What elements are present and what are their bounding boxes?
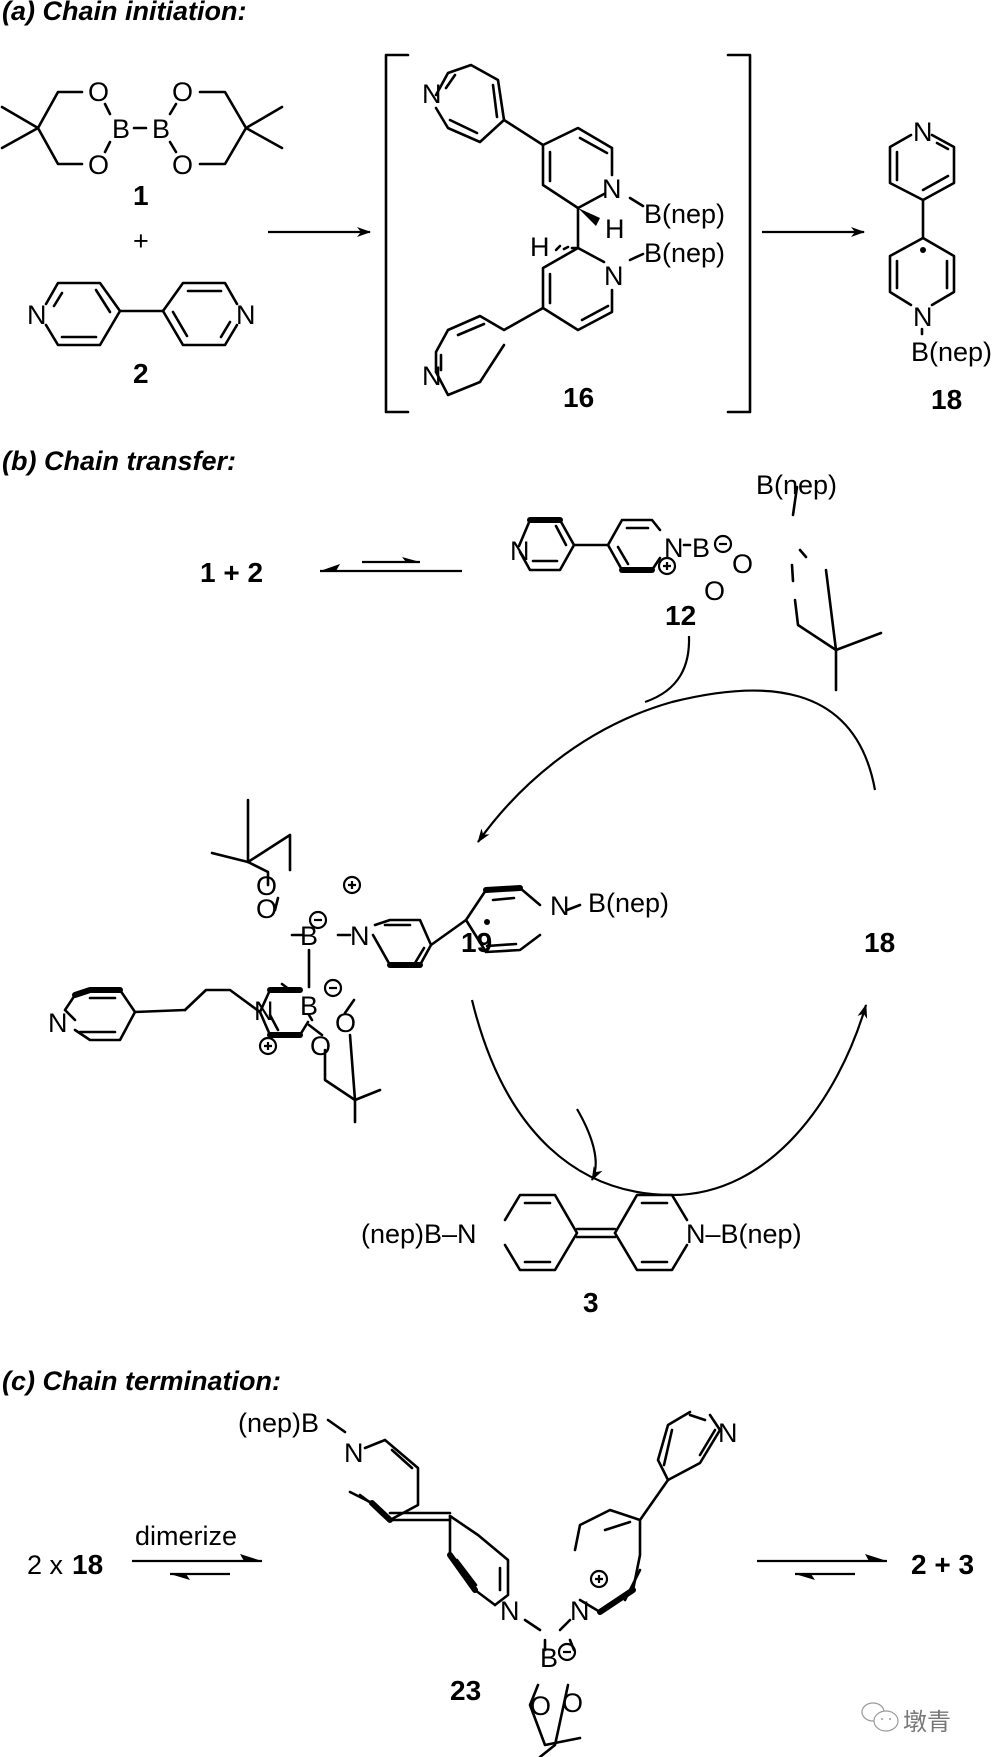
dimerize-label: dimerize	[135, 1521, 237, 1551]
atom-b: B	[300, 921, 318, 951]
equilibrium-arrow	[132, 1554, 262, 1580]
compound-label-16: 16	[563, 382, 594, 413]
atom-n: N	[236, 300, 256, 330]
atom-nepb-n: (nep)B–N	[361, 1219, 477, 1249]
compound-3-structure: (nep)B–N N–B(nep)	[361, 1193, 802, 1272]
atom-n: N	[913, 117, 933, 147]
atom-n: N	[510, 536, 530, 566]
atom-b: B	[300, 991, 318, 1021]
atom-o: O	[172, 77, 193, 107]
compound-18-structure: N N B(nep)	[888, 117, 992, 367]
equilibrium-arrow	[757, 1554, 887, 1580]
atom-n: N	[664, 533, 684, 563]
compound-2-structure: N N	[27, 281, 256, 347]
atom-o: O	[704, 576, 725, 606]
atom-n: N	[604, 261, 624, 291]
atom-o: O	[530, 1691, 551, 1721]
equilibrium-arrow	[320, 557, 462, 573]
atom-bnep: B(nep)	[644, 199, 725, 229]
atom-o: O	[335, 1008, 356, 1038]
section-b-title: (b) Chain transfer:	[2, 446, 236, 476]
negative-charge-icon	[713, 534, 733, 554]
negative-charge-icon	[323, 978, 343, 998]
compound-23-structure: (nep)B N N N B O O N	[238, 1408, 738, 1757]
negative-charge-icon	[308, 910, 328, 930]
negative-charge-icon	[557, 1642, 577, 1662]
atom-b: B	[692, 533, 710, 563]
compound-label-18: 18	[931, 384, 962, 415]
compound-label-12: 12	[665, 600, 696, 631]
compound-label-19: 19	[461, 927, 492, 958]
compound-12-structure: N N B O O B(nep)	[510, 470, 883, 692]
reactants-1-plus-2: 1 + 2	[200, 557, 263, 588]
atom-o: O	[88, 150, 109, 180]
atom-n: N	[350, 921, 370, 951]
compound-label-18-cycle: 18	[864, 927, 895, 958]
atom-n-bnep: N–B(nep)	[686, 1219, 802, 1249]
watermark-text: 墩青	[903, 1708, 951, 1736]
compound-19-structure: O O B N N B(nep) B N O O N	[48, 798, 669, 1124]
atom-b: B	[540, 1643, 558, 1673]
atom-bnep: B(nep)	[756, 470, 837, 500]
section-c-title: (c) Chain termination:	[2, 1366, 281, 1396]
positive-charge-icon	[589, 1569, 609, 1589]
compound-label-3: 3	[583, 1287, 599, 1318]
compound-label-1: 1	[133, 180, 149, 211]
atom-n: N	[254, 996, 274, 1026]
reactant-2x: 2 x	[27, 1550, 64, 1580]
positive-charge-icon	[657, 556, 677, 576]
atom-o: O	[256, 894, 277, 924]
atom-n: N	[27, 300, 47, 330]
left-bracket	[384, 53, 410, 414]
atom-bnep: B(nep)	[588, 888, 669, 918]
compound-1-structure: O O B B O O	[0, 77, 284, 180]
atom-b: B	[152, 114, 170, 144]
atom-nepb: (nep)B	[238, 1408, 319, 1438]
atom-o: O	[310, 1031, 331, 1061]
atom-n: N	[422, 361, 442, 391]
reactant-18: 18	[72, 1549, 103, 1580]
products-2-plus-3: 2 + 3	[911, 1549, 974, 1580]
atom-h: H	[530, 232, 550, 262]
atom-n: N	[422, 79, 442, 109]
atom-o: O	[172, 150, 193, 180]
atom-n: N	[500, 1596, 520, 1626]
atom-o: O	[88, 77, 109, 107]
atom-n: N	[718, 1418, 738, 1448]
atom-o: O	[732, 549, 753, 579]
atom-n: N	[913, 302, 933, 332]
wechat-icon	[861, 1702, 899, 1732]
atom-n: N	[570, 1596, 590, 1626]
atom-n: N	[602, 174, 622, 204]
atom-n: N	[344, 1438, 364, 1468]
right-bracket	[726, 53, 752, 414]
section-a-title: (a) Chain initiation:	[2, 0, 246, 26]
atom-n: N	[48, 1008, 68, 1038]
atom-b: B	[112, 114, 130, 144]
compound-label-23: 23	[450, 1675, 481, 1706]
atom-bnep: B(nep)	[911, 337, 992, 367]
atom-o: O	[256, 871, 277, 901]
plus-sign: +	[133, 226, 149, 256]
positive-charge-icon	[342, 875, 362, 895]
compound-16-structure: N N B(nep) H H B(nep) N N	[422, 63, 725, 397]
catalytic-cycle	[470, 635, 877, 1197]
watermark: 墩青	[861, 1702, 951, 1736]
atom-bnep: B(nep)	[644, 238, 725, 268]
atom-h: H	[605, 214, 625, 244]
atom-o: O	[562, 1688, 583, 1718]
compound-label-2: 2	[133, 358, 149, 389]
positive-charge-icon	[258, 1036, 278, 1056]
atom-n: N	[550, 891, 570, 921]
